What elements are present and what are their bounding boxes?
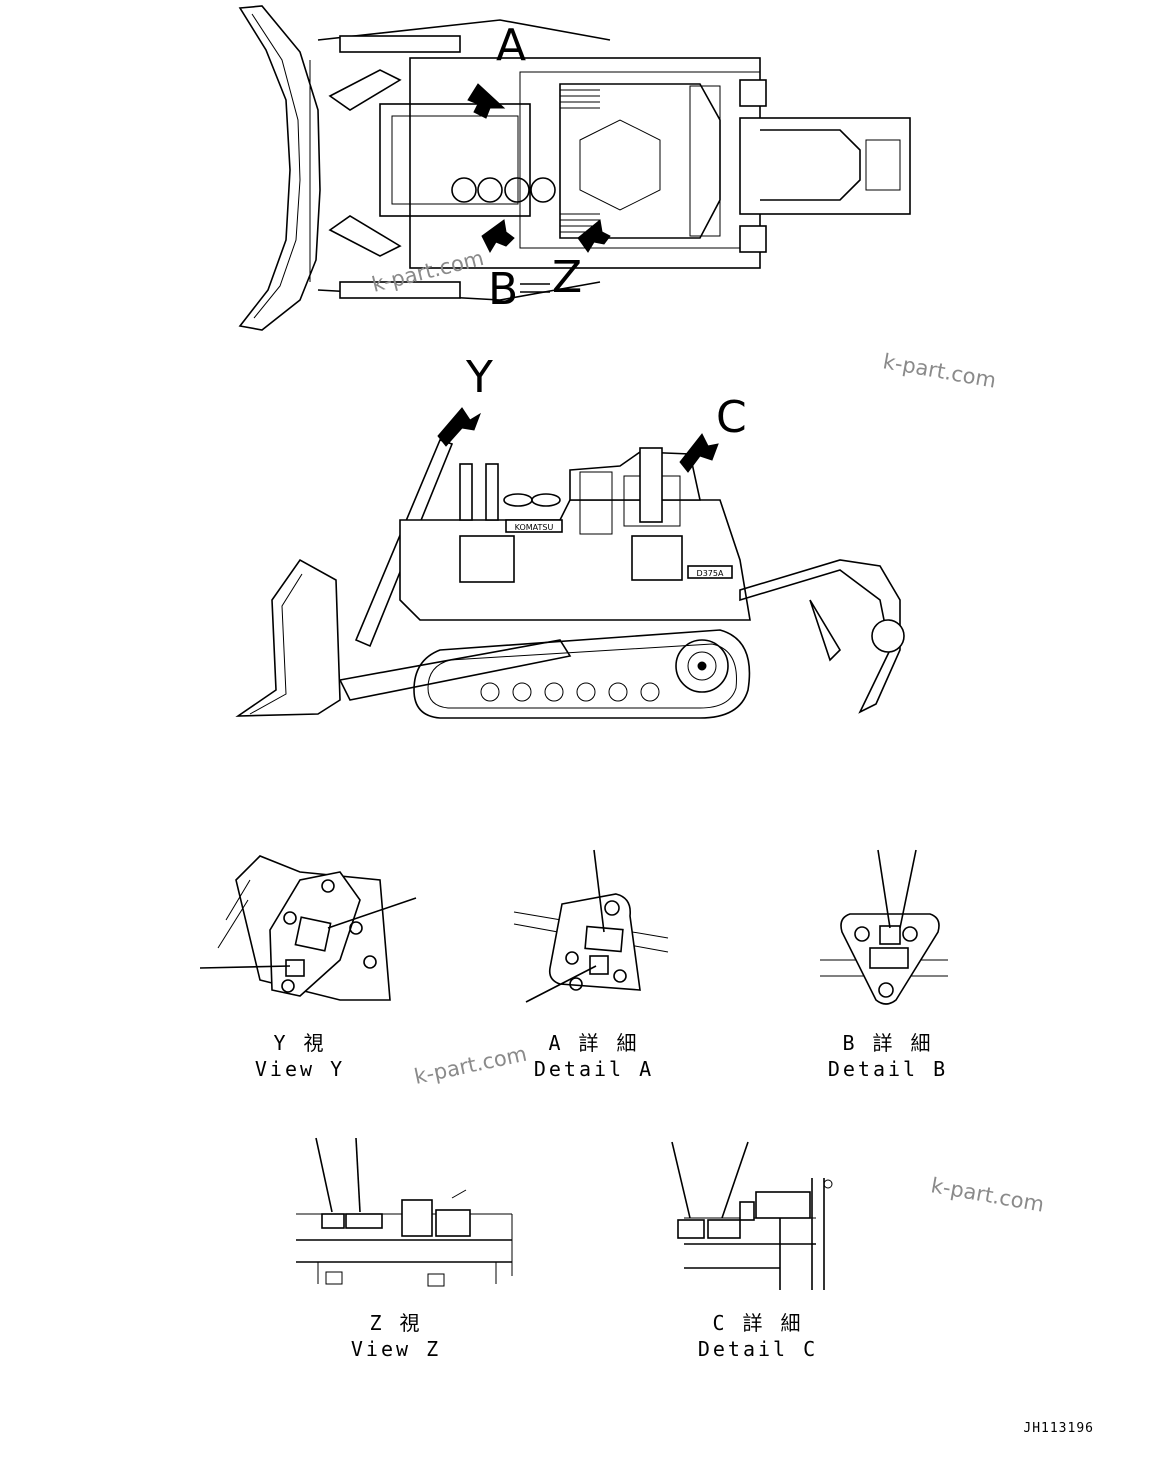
svg-text:Z 視: Z 視 bbox=[369, 1311, 422, 1335]
callout-z: Z bbox=[552, 252, 582, 303]
detail-view-z bbox=[296, 1137, 513, 1287]
side-view-bulldozer: KOMATSU D375A Y C bbox=[235, 352, 905, 719]
detail-view-y bbox=[199, 855, 417, 1001]
watermark-3: k-part.com bbox=[412, 1042, 529, 1089]
top-view-bulldozer: A B Z bbox=[238, 5, 911, 331]
detail-c bbox=[671, 1141, 833, 1290]
callout-b: B bbox=[488, 264, 518, 315]
svg-text:Y 視: Y 視 bbox=[273, 1031, 326, 1055]
watermark-4: k-part.com bbox=[929, 1173, 1046, 1216]
svg-text:Detail A: Detail A bbox=[534, 1057, 654, 1081]
svg-text:View Y: View Y bbox=[255, 1057, 345, 1081]
caption-detail-c: C 詳 細 Detail C bbox=[698, 1311, 818, 1361]
brand-label: KOMATSU bbox=[515, 523, 554, 532]
svg-text:B 詳 細: B 詳 細 bbox=[842, 1031, 933, 1055]
svg-text:Detail B: Detail B bbox=[828, 1057, 948, 1081]
callout-a: A bbox=[496, 20, 526, 71]
model-label: D375A bbox=[697, 569, 724, 578]
detail-b bbox=[820, 849, 948, 1005]
detail-a bbox=[513, 849, 669, 1003]
caption-view-y: Y 視 View Y bbox=[255, 1031, 345, 1081]
svg-text:A 詳 細: A 詳 細 bbox=[548, 1031, 639, 1055]
caption-detail-a: A 詳 細 Detail A bbox=[534, 1031, 654, 1081]
caption-view-z: Z 視 View Z bbox=[351, 1311, 441, 1361]
drawing-code: JH113196 bbox=[1023, 1421, 1094, 1436]
callout-y: Y bbox=[465, 352, 493, 403]
callout-c: C bbox=[716, 392, 747, 443]
caption-detail-b: B 詳 細 Detail B bbox=[828, 1031, 948, 1081]
svg-text:C 詳 細: C 詳 細 bbox=[712, 1311, 803, 1335]
svg-text:View Z: View Z bbox=[351, 1337, 441, 1361]
watermark-2: k-part.com bbox=[881, 349, 998, 392]
svg-text:Detail C: Detail C bbox=[698, 1337, 818, 1361]
